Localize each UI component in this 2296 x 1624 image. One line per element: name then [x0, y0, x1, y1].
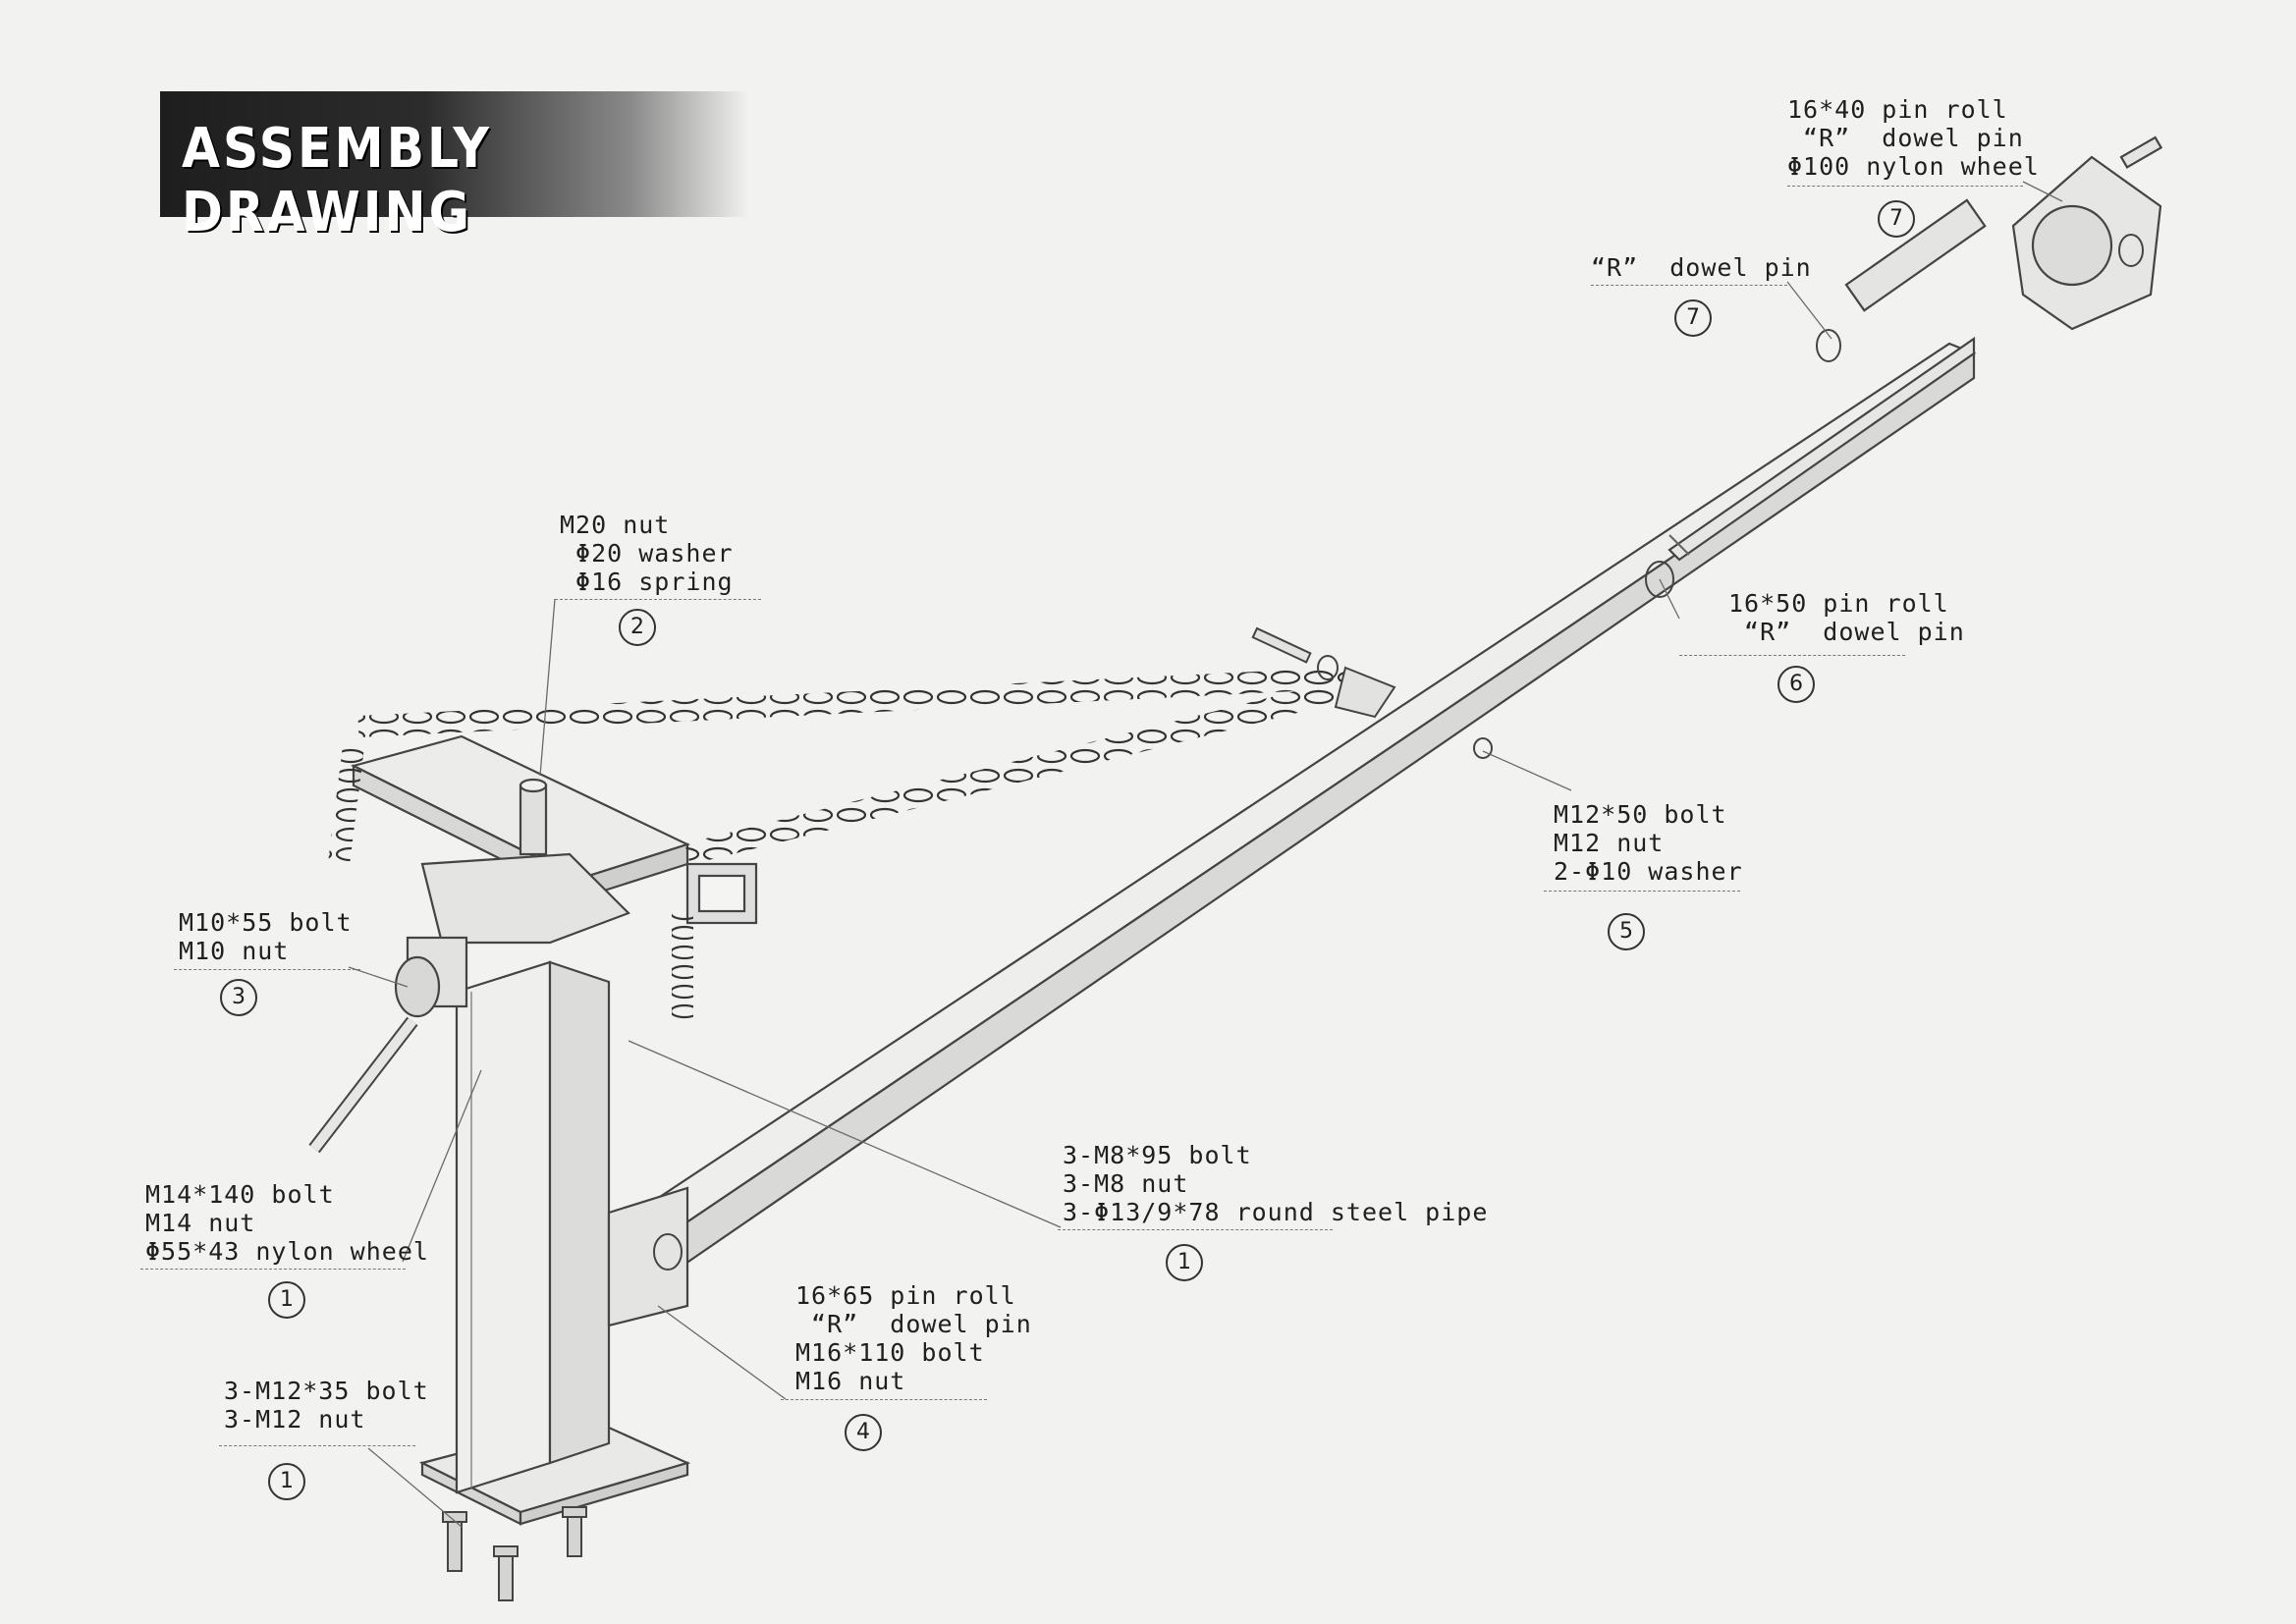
callout-boom-mount: 3-M8*95 bolt 3-M8 nut 3-Φ13/9*78 round s… — [1058, 1141, 1489, 1281]
callout-text: M14*140 bolt M14 nut Φ55*43 nylon wheel — [145, 1180, 429, 1266]
boom-arm — [612, 336, 1977, 1298]
callout-boom-pivot: 16*65 pin roll “R” dowel pin M16*110 bol… — [781, 1281, 1032, 1451]
callout-text: 16*65 pin roll “R” dowel pin M16*110 bol… — [795, 1281, 1032, 1395]
part-number-badge: 7 — [1878, 200, 1915, 238]
callout-handle-bolt: M10*55 bolt M10 nut 3 — [174, 908, 360, 1016]
part-number-badge: 6 — [1777, 666, 1815, 703]
part-number-badge: 3 — [220, 979, 257, 1016]
callout-head-fasteners: M20 nut Φ20 washer Φ16 spring 2 — [555, 511, 761, 646]
dowel-pins — [653, 234, 2144, 1271]
lower-bracket — [607, 1186, 689, 1327]
callout-text: 16*50 pin roll “R” dowel pin — [1728, 589, 1965, 646]
chains — [328, 667, 1358, 1021]
vertical-post — [455, 960, 611, 1494]
part-number-badge: 5 — [1608, 913, 1645, 950]
part-number-badge: 1 — [1166, 1244, 1203, 1281]
callout-pulley-head: 16*40 pin roll “R” dowel pin Φ100 nylon … — [1787, 95, 2040, 238]
callout-dowel-pin-top: “R” dowel pin 7 — [1591, 253, 1812, 337]
base-bolts — [442, 1506, 587, 1601]
chain-bracket-and-hardware — [1251, 626, 1493, 759]
pulley-head — [1844, 135, 2163, 331]
callout-base-bolts: 3-M12*35 bolt 3-M12 nut 1 — [219, 1377, 429, 1500]
callout-text: “R” dowel pin — [1591, 253, 1812, 282]
callout-chain-bracket: M12*50 bolt M12 nut 2-Φ10 washer 5 — [1544, 800, 1743, 950]
leader-lines — [348, 181, 2063, 1528]
part-number-badge: 1 — [268, 1463, 305, 1500]
part-number-badge: 1 — [268, 1281, 305, 1319]
head-assembly — [350, 734, 758, 945]
callout-boom-pin: 16*50 pin roll “R” dowel pin 6 — [1679, 589, 1965, 703]
callout-text: M10*55 bolt M10 nut — [179, 908, 353, 965]
callout-text: M12*50 bolt M12 nut 2-Φ10 washer — [1554, 800, 1743, 886]
callout-text: M20 nut Φ20 washer Φ16 spring — [560, 511, 734, 596]
page-title: ASSEMBLY DRAWING — [182, 117, 492, 244]
callout-nylon-wheel: M14*140 bolt M14 nut Φ55*43 nylon wheel … — [140, 1180, 429, 1319]
callout-text: 3-M8*95 bolt 3-M8 nut 3-Φ13/9*78 round s… — [1063, 1141, 1489, 1226]
part-number-badge: 7 — [1674, 299, 1712, 337]
part-number-badge: 4 — [845, 1414, 882, 1451]
callout-text: 16*40 pin roll “R” dowel pin Φ100 nylon … — [1787, 95, 2040, 181]
side-roller-and-handle — [308, 936, 468, 1154]
title-banner: ASSEMBLY DRAWING — [160, 91, 749, 244]
part-number-badge: 2 — [619, 609, 656, 646]
callout-text: 3-M12*35 bolt 3-M12 nut — [224, 1377, 429, 1434]
